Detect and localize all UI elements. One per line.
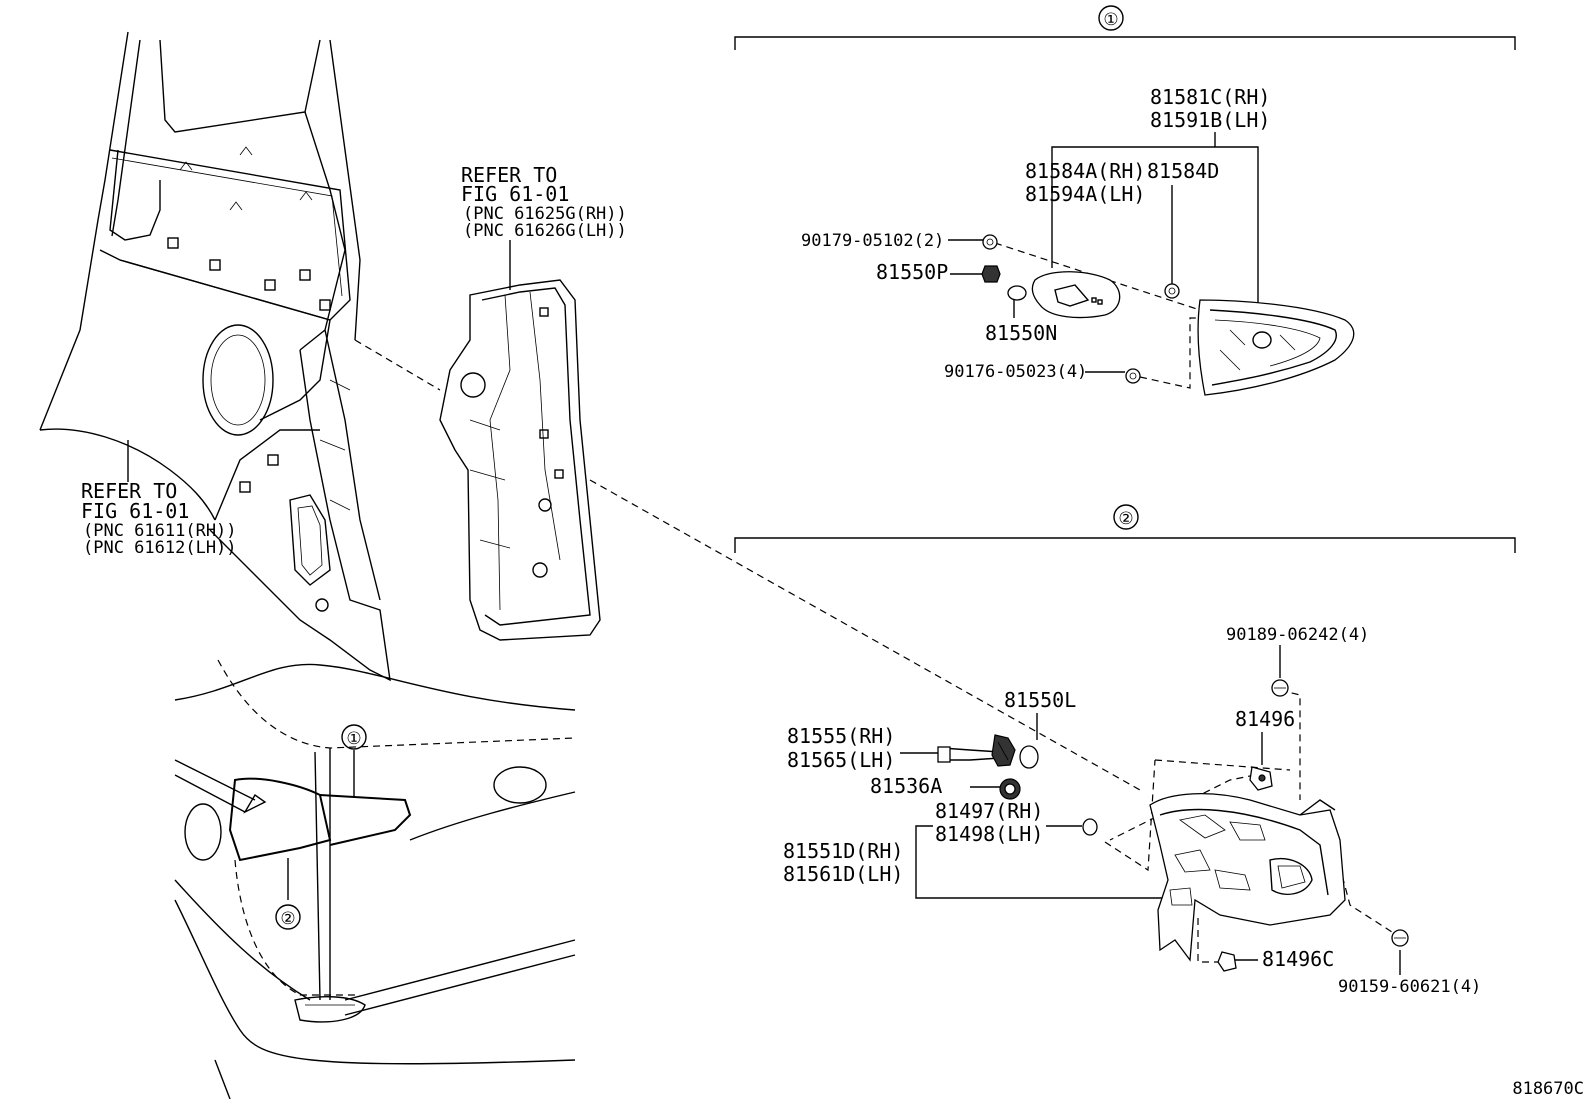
refer-mid-line1: REFER TO bbox=[461, 163, 557, 187]
rear-lamp-housing-81551D-icon bbox=[1149, 793, 1346, 962]
label-90176: 90176-05023(4) bbox=[944, 362, 1087, 382]
rear-lamp-lens-81581C-icon bbox=[1197, 299, 1355, 396]
dash-connector-main bbox=[589, 479, 1141, 791]
label-81536A: 81536A bbox=[870, 774, 942, 798]
vehicle-callout-2: ② bbox=[280, 909, 295, 929]
vehicle-rear-drawing bbox=[174, 659, 576, 1099]
diagram-id: 818670C bbox=[1512, 1079, 1584, 1099]
label-81565: 81565(LH) bbox=[787, 748, 895, 772]
refer-mid-line4: (PNC 61626G(LH)) bbox=[463, 221, 627, 241]
refer-left-line3: (PNC 61611(RH)) bbox=[83, 521, 237, 541]
clip-81584D-icon bbox=[1164, 283, 1180, 299]
group2-bracket bbox=[734, 504, 1516, 553]
group2-callout: ② bbox=[1118, 509, 1133, 529]
label-90189: 90189-06242(4) bbox=[1226, 625, 1369, 645]
refer-mid-line2: FIG 61-01 bbox=[461, 182, 569, 206]
label-81496C: 81496C bbox=[1262, 947, 1334, 971]
label-81497: 81497(RH) bbox=[935, 799, 1043, 823]
gasket-81550L-icon bbox=[1019, 745, 1039, 769]
gasket-81584A-icon bbox=[1031, 271, 1121, 319]
gasket-81550N-icon bbox=[1007, 285, 1027, 301]
socket-81555-icon bbox=[937, 734, 1016, 767]
label-81550N: 81550N bbox=[985, 321, 1057, 345]
clip-81496C-icon bbox=[1217, 951, 1237, 972]
label-81496: 81496 bbox=[1235, 707, 1295, 731]
bulb-81536A-icon bbox=[999, 778, 1021, 800]
label-81561D: 81561D(LH) bbox=[783, 862, 903, 886]
label-81594A: 81594A(LH) bbox=[1025, 182, 1145, 206]
screw-90176-icon bbox=[1125, 368, 1141, 384]
label-81584A: 81584A(RH) bbox=[1025, 159, 1145, 183]
quarter-panel-inner-drawing bbox=[39, 31, 391, 682]
label-90179: 90179-05102(2) bbox=[801, 231, 944, 251]
refer-left-line1: REFER TO bbox=[81, 479, 177, 503]
group1-bracket bbox=[734, 5, 1516, 50]
dash-connector-left bbox=[354, 339, 441, 391]
label-81555: 81555(RH) bbox=[787, 724, 895, 748]
label-81581C: 81581C(RH) bbox=[1150, 85, 1270, 109]
group1-callout: ① bbox=[1103, 10, 1118, 30]
screw-90179-icon bbox=[982, 234, 998, 250]
label-81498: 81498(LH) bbox=[935, 822, 1043, 846]
nut-81497-icon bbox=[1082, 818, 1098, 836]
inner-panel-drawing bbox=[439, 240, 601, 641]
label-81551D: 81551D(RH) bbox=[783, 839, 903, 863]
label-81550L: 81550L bbox=[1004, 688, 1076, 712]
label-90159: 90159-60621(4) bbox=[1338, 977, 1481, 997]
refer-left-line2: FIG 61-01 bbox=[81, 499, 189, 523]
label-81584D: 81584D bbox=[1147, 159, 1219, 183]
label-81591B: 81591B(LH) bbox=[1150, 108, 1270, 132]
label-81550P: 81550P bbox=[876, 260, 948, 284]
refer-mid-line3: (PNC 61625G(RH)) bbox=[463, 204, 627, 224]
vehicle-callout-1: ① bbox=[346, 729, 361, 749]
group1-leaders bbox=[948, 132, 1259, 389]
group2-leaders bbox=[900, 645, 1401, 975]
nut-81550P-icon bbox=[981, 265, 1001, 283]
refer-left-line4: (PNC 61612(LH)) bbox=[83, 538, 237, 558]
